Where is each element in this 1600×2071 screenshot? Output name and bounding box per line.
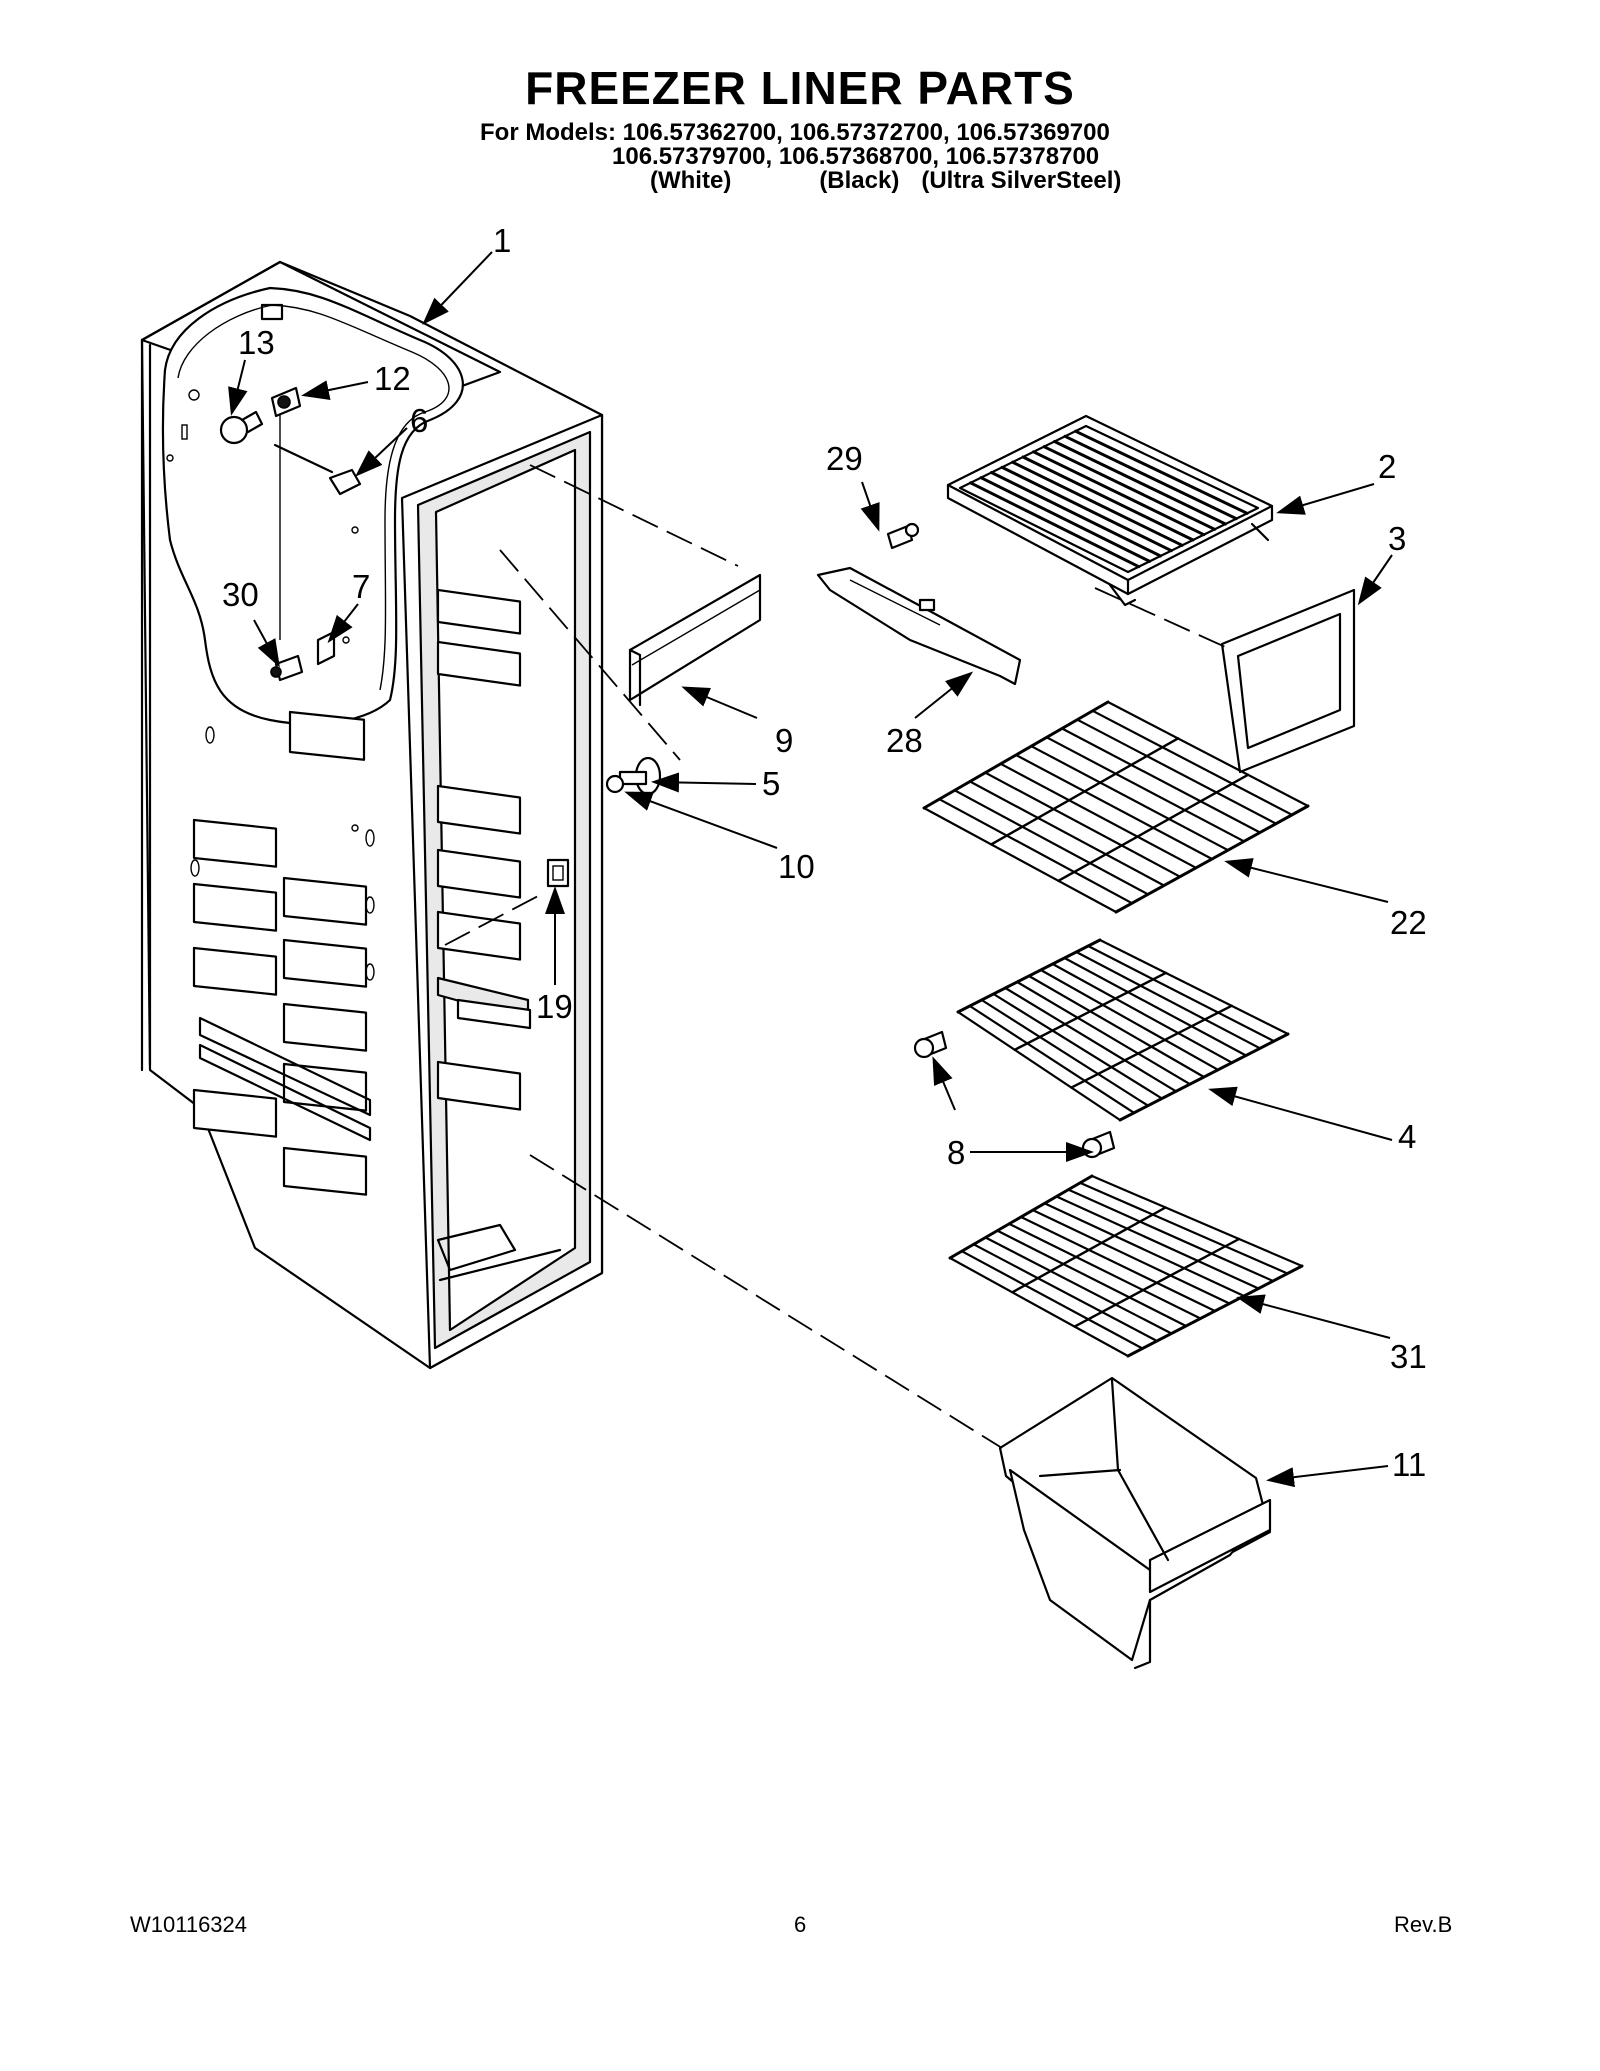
part-30-screw — [270, 654, 304, 682]
part-22-shelf — [922, 700, 1310, 914]
freezer-liner — [140, 260, 604, 1370]
callout-6: 6 — [410, 402, 428, 439]
callout-10: 10 — [778, 848, 815, 885]
color-white: (White) — [650, 167, 732, 194]
part-19-connector — [546, 858, 570, 888]
callout-30: 30 — [222, 576, 259, 613]
callout-13: 13 — [238, 324, 275, 361]
callout-31: 31 — [1390, 1338, 1427, 1375]
doc-number: W10116324 — [130, 1912, 248, 1937]
callout-1: 1 — [493, 222, 511, 259]
part-29-screw — [886, 522, 920, 550]
callout-19: 19 — [536, 988, 573, 1025]
wire-shelves — [922, 700, 1310, 1358]
leader-lines — [228, 251, 1393, 1488]
callout-12: 12 — [374, 360, 411, 397]
callout-8: 8 — [947, 1134, 965, 1171]
callout-7: 7 — [352, 568, 370, 605]
part-3-trim — [1220, 588, 1356, 774]
callout-9: 9 — [775, 722, 793, 759]
callout-labels: 1 2 3 4 5 6 7 8 9 10 11 12 13 19 22 28 2… — [222, 222, 1427, 1483]
page-title: FREEZER LINER PARTS — [525, 62, 1075, 114]
part-4-shelf — [956, 938, 1290, 1122]
callout-28: 28 — [886, 722, 923, 759]
part-28-bracket — [816, 566, 1022, 686]
part-31-shelf — [948, 1174, 1304, 1358]
callout-5: 5 — [762, 765, 780, 802]
color-ultra-silversteel: (Ultra SilverSteel) — [921, 167, 1122, 194]
callout-2: 2 — [1378, 448, 1396, 485]
callout-29: 29 — [826, 440, 863, 477]
part-12-socket — [270, 386, 302, 418]
callout-3: 3 — [1388, 520, 1406, 557]
part-5-10-grommet — [605, 756, 662, 796]
model-list: For Models: 106.57362700, 106.57372700, … — [480, 121, 1121, 193]
part-11-bin — [998, 1376, 1272, 1670]
model-line-2: 106.57379700, 106.57368700, 106.57378700 — [612, 143, 1100, 170]
model-color-row: (White) (Black) (Ultra SilverSteel) — [480, 169, 1121, 193]
part-2-shelf — [946, 414, 1274, 607]
callout-22: 22 — [1390, 904, 1427, 941]
color-black: (Black) — [819, 167, 900, 194]
page-header: FREEZER LINER PARTS — [0, 60, 1600, 116]
part-6-clip — [273, 443, 362, 496]
revision: Rev.B — [1394, 1912, 1453, 1937]
model-line-1: For Models: 106.57362700, 106.57372700, … — [480, 119, 1110, 146]
page-number: 6 — [794, 1912, 807, 1937]
callout-11: 11 — [1392, 1446, 1426, 1483]
part-13-bulb — [219, 410, 264, 445]
callout-4: 4 — [1398, 1118, 1416, 1155]
part-9-cover — [628, 573, 762, 707]
